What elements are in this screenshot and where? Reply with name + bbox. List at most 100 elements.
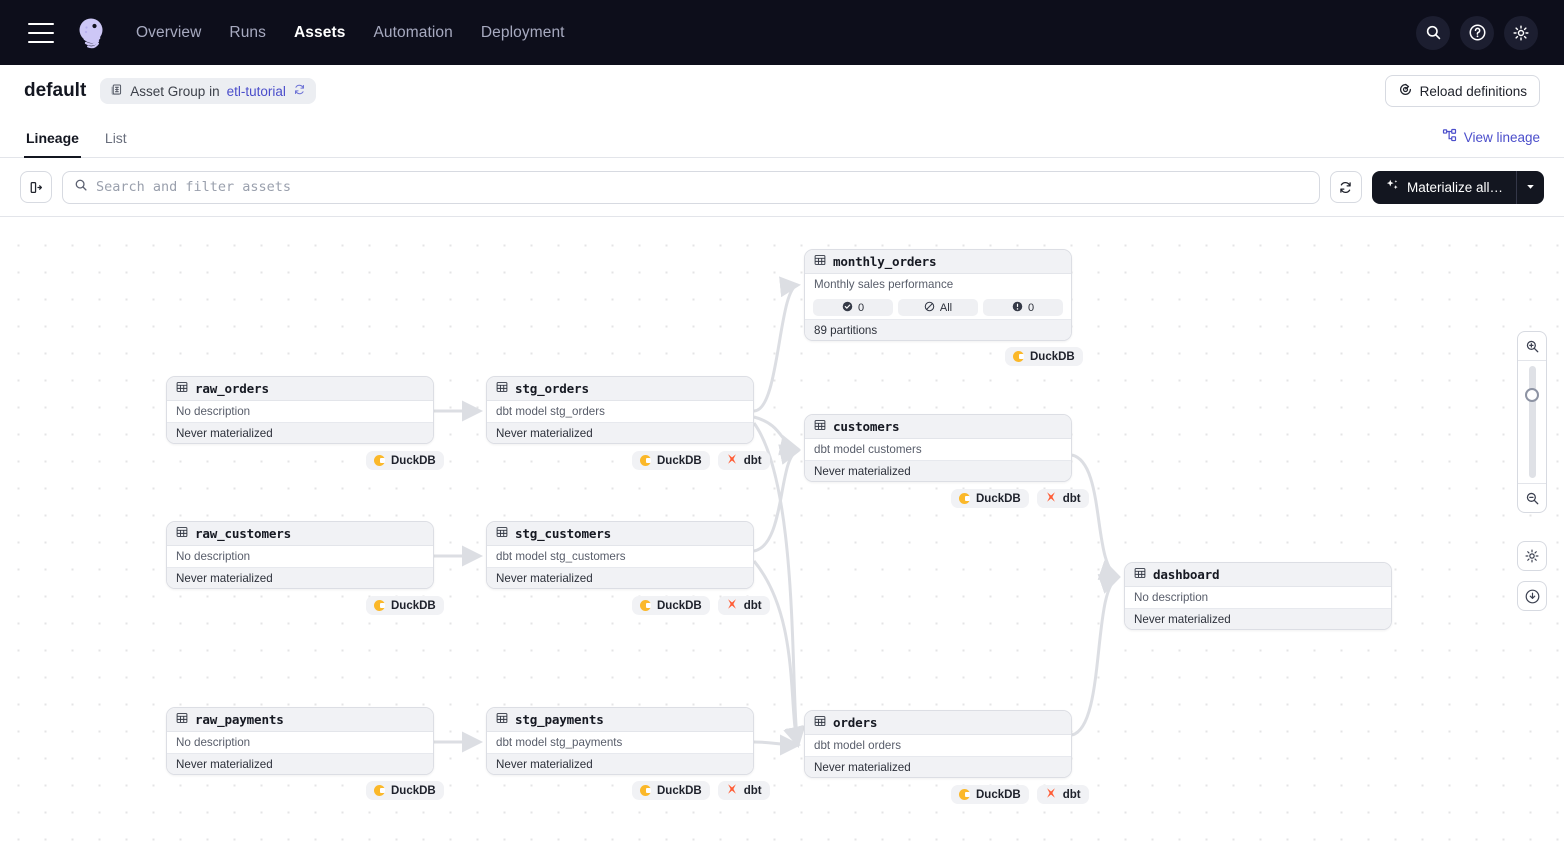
asset-node-status: Never materialized	[487, 567, 753, 588]
asset-tags-raw_customers: DuckDB	[366, 596, 444, 615]
asset-tags-stg_customers: DuckDB dbt	[632, 596, 770, 615]
refresh-icon[interactable]	[293, 83, 306, 99]
asset-group-repo-link[interactable]: etl-tutorial	[226, 83, 286, 99]
edge-stg_customers-customers	[753, 444, 801, 553]
asset-node-header: raw_payments	[167, 708, 433, 732]
duckdb-icon	[640, 785, 651, 796]
dbt-icon	[726, 453, 738, 468]
edge-customers-dashboard	[1071, 453, 1121, 580]
asset-node-customers[interactable]: customers dbt model customers Never mate…	[804, 414, 1072, 482]
asset-node-stg_payments[interactable]: stg_payments dbt model stg_payments Neve…	[486, 707, 754, 775]
tab-list[interactable]: List	[104, 130, 127, 146]
asset-node-raw_payments[interactable]: raw_payments No description Never materi…	[166, 707, 434, 775]
tabs-row: Lineage List View lineage	[0, 117, 1564, 158]
search-input[interactable]	[96, 179, 1308, 195]
refresh-graph-button[interactable]	[1329, 171, 1362, 203]
tag-dbt[interactable]: dbt	[717, 781, 770, 800]
asset-group-icon	[110, 83, 123, 99]
table-icon	[176, 711, 188, 729]
asset-group-chip[interactable]: Asset Group in etl-tutorial	[100, 78, 316, 104]
nav-link-automation[interactable]: Automation	[373, 23, 453, 41]
asset-node-description: dbt model orders	[805, 735, 1071, 756]
asset-node-description: No description	[1125, 587, 1391, 608]
tag-duckdb[interactable]: DuckDB	[632, 781, 710, 800]
tag-duckdb[interactable]: DuckDB	[366, 451, 444, 470]
view-lineage-link[interactable]: View lineage	[1442, 128, 1540, 157]
tag-label: dbt	[743, 454, 762, 467]
materialize-all-button-group: Materialize all…	[1371, 170, 1544, 204]
asset-tags-raw_orders: DuckDB	[366, 451, 444, 470]
asset-node-raw_orders[interactable]: raw_orders No description Never material…	[166, 376, 434, 444]
graph-settings-button[interactable]	[1517, 541, 1547, 571]
reload-definitions-label: Reload definitions	[1419, 83, 1527, 99]
tag-dbt[interactable]: dbt	[1036, 489, 1089, 508]
zoom-slider-handle[interactable]	[1525, 388, 1539, 402]
partition-chip-materialized[interactable]: 0	[813, 299, 893, 316]
help-icon[interactable]	[1460, 15, 1494, 50]
lineage-graph-canvas[interactable]: monthly_orders Monthly sales performance…	[0, 227, 1564, 851]
hamburger-icon[interactable]	[28, 22, 54, 43]
nav-link-runs[interactable]: Runs	[229, 23, 266, 41]
asset-node-raw_customers[interactable]: raw_customers No description Never mater…	[166, 521, 434, 589]
table-icon	[814, 418, 826, 436]
tag-duckdb[interactable]: DuckDB	[951, 785, 1029, 804]
tag-dbt[interactable]: dbt	[717, 596, 770, 615]
asset-node-header: monthly_orders	[805, 250, 1071, 274]
tag-label: dbt	[743, 599, 762, 612]
asset-node-header: customers	[805, 415, 1071, 439]
exclamation-circle-icon	[1012, 301, 1023, 315]
page-header: default Asset Group in etl-tutorial	[0, 65, 1564, 117]
materialize-options-caret[interactable]	[1516, 170, 1544, 204]
asset-node-status: Never materialized	[487, 422, 753, 443]
asset-node-stg_orders[interactable]: stg_orders dbt model stg_orders Never ma…	[486, 376, 754, 444]
asset-node-dashboard[interactable]: dashboard No description Never materiali…	[1124, 562, 1392, 630]
edge-stg_payments-orders	[753, 734, 801, 756]
partition-chip-failed[interactable]: 0	[983, 299, 1063, 316]
lineage-icon	[1442, 128, 1457, 146]
search-icon[interactable]	[1416, 15, 1450, 50]
asset-node-name: raw_orders	[195, 381, 269, 396]
edge-stg_customers-orders	[752, 560, 804, 748]
duckdb-icon	[374, 600, 385, 611]
zoom-in-icon[interactable]	[1518, 332, 1546, 360]
tag-label: DuckDB	[657, 454, 702, 467]
gear-icon[interactable]	[1504, 15, 1538, 50]
duckdb-icon	[640, 600, 651, 611]
tag-duckdb[interactable]: DuckDB	[632, 596, 710, 615]
search-and-filter-box[interactable]	[62, 170, 1320, 204]
partition-chip-missing[interactable]: All	[898, 299, 978, 316]
nav-link-assets[interactable]: Assets	[294, 23, 346, 41]
asset-node-monthly_orders[interactable]: monthly_orders Monthly sales performance…	[804, 249, 1072, 341]
dbt-icon	[726, 783, 738, 798]
tag-dbt[interactable]: dbt	[1036, 785, 1089, 804]
tag-duckdb[interactable]: DuckDB	[366, 781, 444, 800]
materialize-all-label: Materialize all…	[1406, 179, 1503, 195]
tab-lineage[interactable]: Lineage	[24, 130, 81, 158]
asset-node-name: stg_payments	[515, 712, 604, 727]
nav-links: Overview Runs Assets Automation Deployme…	[136, 24, 565, 42]
asset-node-stg_customers[interactable]: stg_customers dbt model stg_customers Ne…	[486, 521, 754, 589]
asset-tags-customers: DuckDB dbt	[951, 489, 1089, 508]
tag-duckdb[interactable]: DuckDB	[366, 596, 444, 615]
asset-node-description: dbt model stg_customers	[487, 546, 753, 567]
edge-orders-dashboard	[1071, 574, 1121, 737]
tag-dbt[interactable]: dbt	[717, 451, 770, 470]
table-icon	[1134, 566, 1146, 584]
reload-definitions-button[interactable]: Reload definitions	[1384, 75, 1540, 107]
zoom-to-fit-button[interactable]	[1517, 581, 1547, 611]
tag-duckdb[interactable]: DuckDB	[951, 489, 1029, 508]
dagster-logo-icon[interactable]	[70, 12, 112, 54]
asset-node-name: stg_orders	[515, 381, 589, 396]
panel-expand-icon[interactable]	[20, 171, 52, 203]
asset-node-orders[interactable]: orders dbt model orders Never materializ…	[804, 710, 1072, 778]
nav-link-deployment[interactable]: Deployment	[480, 23, 565, 41]
asset-node-header: dashboard	[1125, 563, 1391, 587]
tag-duckdb[interactable]: DuckDB	[1005, 347, 1083, 366]
nav-link-overview[interactable]: Overview	[136, 23, 202, 41]
zoom-out-icon[interactable]	[1518, 484, 1546, 512]
asset-node-name: raw_payments	[195, 712, 284, 727]
zoom-slider[interactable]	[1518, 361, 1546, 483]
dbt-icon	[1045, 787, 1057, 802]
materialize-all-button[interactable]: Materialize all…	[1371, 170, 1516, 204]
tag-duckdb[interactable]: DuckDB	[632, 451, 710, 470]
